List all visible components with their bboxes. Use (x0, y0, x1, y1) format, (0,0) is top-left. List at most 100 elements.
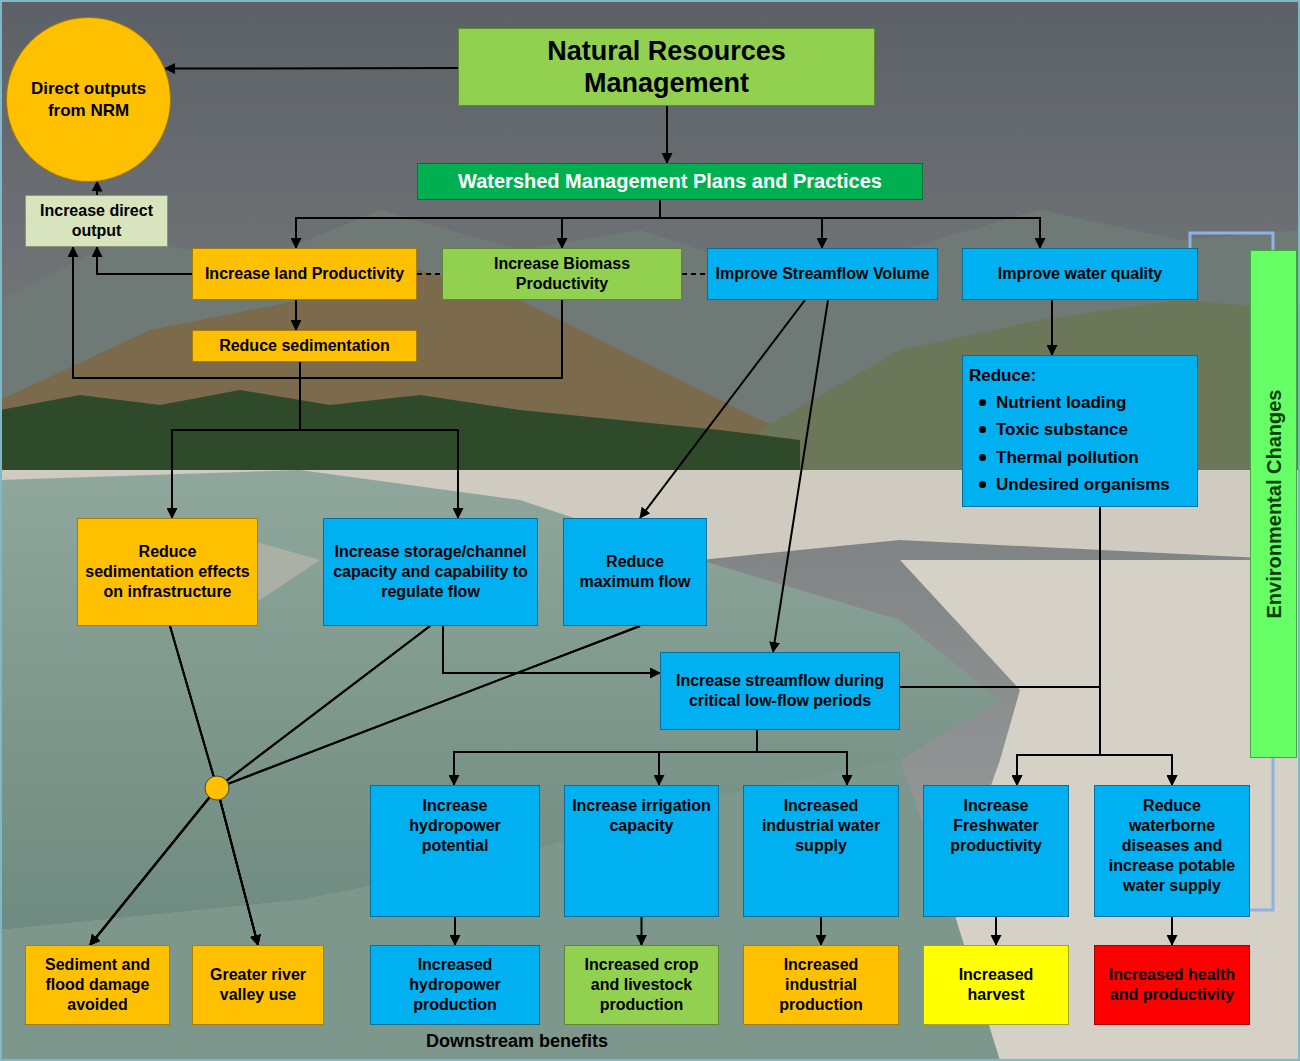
text-wrap: Reduce sedimentation effects on infrastr… (84, 542, 251, 602)
text-wrap: Increase Freshwater productivity (930, 796, 1062, 856)
benefit-box: Increased harvest (923, 945, 1069, 1025)
node-label: Increase direct output (32, 201, 161, 241)
text-wrap: Direct outputs from NRM (25, 78, 152, 121)
node-label: Improve Streamflow Volume (714, 264, 931, 284)
connector-arrow (1100, 507, 1172, 785)
connector-arrow (296, 200, 660, 248)
connector-arrow (454, 917, 456, 945)
node-label: Reduce sedimentation effects on infrastr… (84, 542, 251, 602)
connector-arrow (1017, 507, 1100, 785)
text-wrap: Increase storage/channel capacity and ca… (330, 542, 531, 602)
text-wrap: Reduce maximum flow (570, 552, 700, 592)
benefit-box: Greater river valley use (192, 945, 324, 1025)
connector-arrow (900, 687, 1172, 785)
text-wrap: Reduce sedimentation (199, 336, 410, 356)
node-label: Increased health and productivity (1101, 965, 1243, 1005)
connector-arrow (90, 626, 217, 945)
text-wrap: Increase irrigation capacity (571, 796, 712, 836)
bullet-dot (979, 399, 986, 406)
text-wrap: Increased harvest (930, 965, 1062, 1005)
benefit-box: Sediment and flood damage avoided (25, 945, 170, 1025)
connector-arrow (300, 362, 458, 518)
connector-arrow (90, 626, 640, 945)
text-wrap: Increased industrial water supply (750, 796, 892, 856)
process-box: Reduce sedimentation effects on infrastr… (77, 518, 258, 626)
node-label: Watershed Management Plans and Practices (424, 169, 916, 194)
node-label: Increased industrial water supply (750, 796, 892, 856)
connector-arrow (640, 300, 805, 518)
text-wrap: Increase land Productivity (199, 264, 410, 284)
process-box: Increase streamflow during critical low-… (660, 652, 900, 730)
connector-arrow (562, 200, 660, 248)
node-label: Greater river valley use (199, 965, 317, 1005)
text-wrap: Increased hydropower production (377, 955, 533, 1015)
text-wrap: Reduce waterborne diseases and increase … (1101, 796, 1243, 896)
text-wrap: Increase hydropower potential (377, 796, 533, 856)
connector-arrow (660, 200, 1040, 248)
node-label: Reduce waterborne diseases and increase … (1101, 796, 1243, 896)
connector-arrow (659, 730, 757, 785)
node-label: Increase irrigation capacity (571, 796, 712, 836)
connector-arrow (666, 106, 668, 163)
list-heading: Reduce: (969, 362, 1191, 389)
benefit-box: Increased industrial production (743, 945, 899, 1025)
bullet-text: Undesired organisms (996, 471, 1170, 498)
connector-arrow (443, 626, 660, 673)
bullet-text: Thermal pollution (996, 444, 1139, 471)
connector-arrow (454, 730, 757, 785)
node-label: Increased industrial production (750, 955, 892, 1015)
dashed-link (682, 273, 707, 275)
bullet-row: Nutrient loading (969, 389, 1191, 416)
text-wrap: Natural Resources Management (465, 35, 868, 100)
connector-arrow (295, 300, 297, 330)
dashed-link (417, 273, 442, 275)
text-wrap: Increased industrial production (750, 955, 892, 1015)
process-box: Increase hydropower potential (370, 785, 540, 917)
benefit-box: Increased hydropower production (370, 945, 540, 1025)
connector-arrow (660, 200, 822, 248)
connector-arrow (97, 247, 192, 274)
connector-arrow (773, 300, 828, 652)
connector-arrow (96, 182, 98, 196)
process-box: Increase irrigation capacity (564, 785, 719, 917)
text-wrap: Greater river valley use (199, 965, 317, 1005)
bullet-dot (979, 426, 986, 433)
node-label: Increase Biomass Productivity (449, 254, 675, 294)
bullet-text: Toxic substance (996, 416, 1128, 443)
text-wrap: Sediment and flood damage avoided (32, 955, 163, 1015)
title-box: Natural Resources Management (458, 28, 875, 106)
bracket-line (1250, 758, 1273, 910)
text-wrap: Watershed Management Plans and Practices (424, 169, 916, 194)
node-label: Increase streamflow during critical low-… (667, 671, 893, 711)
process-box: Reduce sedimentation (192, 330, 417, 362)
process-box: Increase Freshwater productivity (923, 785, 1069, 917)
bullet-text: Nutrient loading (996, 389, 1126, 416)
node-label: Improve water quality (969, 264, 1191, 284)
process-box: Increase land Productivity (192, 248, 417, 300)
connector-arrow (820, 917, 822, 945)
process-box: Increase Biomass Productivity (442, 248, 682, 300)
node-label: Increased crop and livestock production (571, 955, 712, 1015)
text-wrap: Improve Streamflow Volume (714, 264, 931, 284)
node-label: Natural Resources Management (465, 35, 868, 100)
node-label: Sediment and flood damage avoided (32, 955, 163, 1015)
connector-arrow (1171, 917, 1173, 945)
text-wrap: Increase Biomass Productivity (449, 254, 675, 294)
node-label: Direct outputs from NRM (25, 78, 152, 121)
process-box: Increase storage/channel capacity and ca… (323, 518, 538, 626)
bullet-dot (979, 481, 986, 488)
plan-banner: Watershed Management Plans and Practices (417, 163, 923, 200)
node-label: Increase hydropower potential (377, 796, 533, 856)
connector-arrow (995, 917, 997, 945)
bullet-dot (979, 454, 986, 461)
text-wrap: Increase direct output (32, 201, 161, 241)
text-wrap: Increased crop and livestock production (571, 955, 712, 1015)
junction-dot (205, 776, 229, 800)
bullet-row: Thermal pollution (969, 444, 1191, 471)
node-label: Increased hydropower production (377, 955, 533, 1015)
node-label: Increase storage/channel capacity and ca… (330, 542, 531, 602)
section-label: Downstream benefits (426, 1031, 608, 1052)
process-box: Reduce waterborne diseases and increase … (1094, 785, 1250, 917)
text-wrap: Increased health and productivity (1101, 965, 1243, 1005)
bracket-line (1190, 233, 1273, 250)
